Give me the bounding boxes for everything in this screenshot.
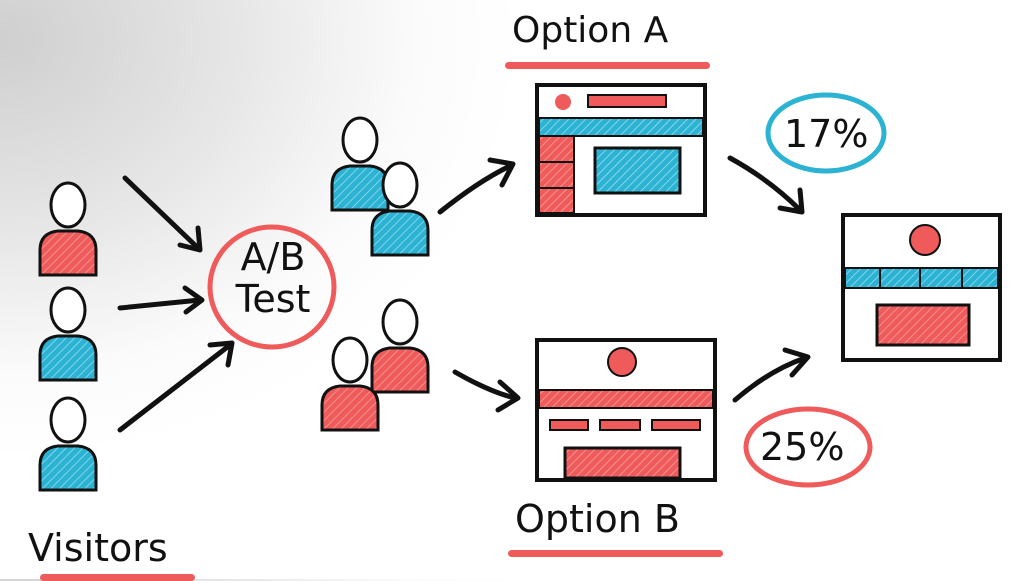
visitor-red-icon: [38, 181, 98, 277]
arrows-to-test: [117, 175, 235, 433]
option-b-label: Option B: [515, 497, 680, 541]
option-a-wireframe: [535, 83, 707, 217]
group-b-person-icon: [320, 336, 380, 432]
option-b-rate: 25%: [760, 425, 845, 469]
result-wireframe: [841, 213, 1002, 362]
option-b-rate-circle: [743, 406, 873, 488]
option-b-wireframe: [535, 338, 717, 482]
visitors-underline: [40, 574, 195, 581]
ab-test-circle: [207, 224, 337, 350]
arrows-to-options: [437, 155, 811, 413]
visitor-blue-icon: [38, 396, 98, 492]
option-a-underline: [505, 62, 710, 69]
option-a-label: Option A: [512, 10, 669, 51]
option-a-rate: 17%: [784, 112, 869, 156]
visitor-blue-icon: [38, 286, 98, 382]
group-a-person-icon: [330, 116, 390, 212]
option-b-underline: [508, 550, 723, 557]
option-a-rate-circle: [765, 92, 887, 174]
visitors-label: Visitors: [28, 526, 168, 570]
ab-test-label: A/B Test: [228, 236, 318, 320]
ab-label-line1: A/B: [240, 235, 306, 279]
group-b-person-icon: [370, 298, 430, 394]
ab-label-line2: Test: [235, 277, 311, 321]
